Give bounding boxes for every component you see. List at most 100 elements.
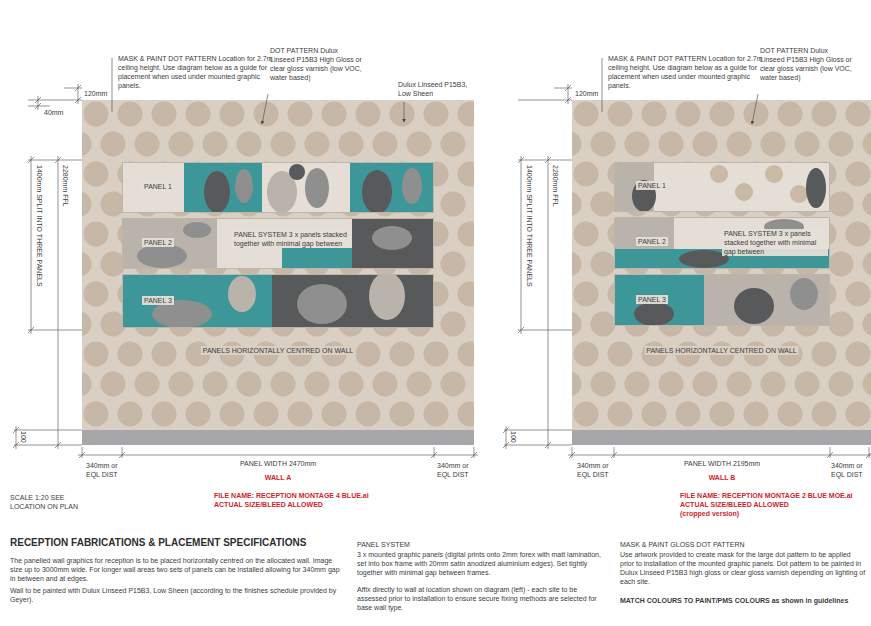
photo-figure xyxy=(183,222,211,238)
callout-note: Dulux Linseed P15B3, Low Sheen xyxy=(398,80,472,98)
gloss-dot xyxy=(795,132,820,157)
dimension-text: 40mm xyxy=(44,108,63,117)
gloss-dot xyxy=(574,402,599,427)
gloss-dot xyxy=(305,132,330,157)
gloss-dot xyxy=(424,102,449,127)
wall-name: WALL B xyxy=(709,473,736,482)
dimension-lines xyxy=(506,84,871,455)
skirting xyxy=(82,430,474,445)
dimension-text: 100 xyxy=(19,431,28,443)
gloss-dot xyxy=(659,372,684,397)
extension-lines xyxy=(14,88,474,458)
panel-label: PANEL 1 xyxy=(142,182,174,191)
gloss-dot xyxy=(339,132,364,157)
gloss-dot xyxy=(305,372,330,397)
gloss-dot xyxy=(642,102,667,127)
gloss-dot xyxy=(574,102,599,127)
gloss-dot xyxy=(101,372,126,397)
gloss-dot xyxy=(795,372,820,397)
spec-paragraph: Affix directly to wall at location shown… xyxy=(357,585,607,612)
graphic-panel: PANEL 3 xyxy=(122,274,434,328)
gloss-dot xyxy=(118,342,143,367)
photo-figure xyxy=(204,171,230,213)
gloss-dot xyxy=(407,372,432,397)
photo-figure xyxy=(297,284,347,324)
gloss-dot xyxy=(778,402,803,427)
gloss-dot xyxy=(676,102,701,127)
gloss-dot xyxy=(424,342,449,367)
dimension-text: 2280mm FFL xyxy=(61,165,70,207)
gloss-dot xyxy=(591,372,616,397)
dimension-ticks xyxy=(503,85,871,458)
dimension-text: 340mm or EQL DIST xyxy=(437,461,473,479)
gloss-dot xyxy=(373,372,398,397)
gloss-dot xyxy=(152,342,177,367)
panel-frame xyxy=(123,219,434,269)
gloss-dot xyxy=(441,132,466,157)
gloss-dot xyxy=(84,282,109,307)
gloss-dot xyxy=(441,312,466,337)
gloss-dot xyxy=(659,132,684,157)
panel-frame xyxy=(123,163,434,213)
leader-line xyxy=(112,58,113,112)
photo-area xyxy=(282,248,352,269)
panel-label: PANEL 3 xyxy=(636,295,668,304)
gloss-dot xyxy=(220,102,245,127)
gloss-dot xyxy=(642,402,667,427)
photo-figure xyxy=(765,165,783,183)
wall-elevation: PANELS HORIZONTALLY CENTRED ON WALLPANEL… xyxy=(572,100,871,445)
dimension-lines xyxy=(16,84,478,455)
gloss-dot xyxy=(390,102,415,127)
graphic-panel: PANEL 1 xyxy=(614,162,830,212)
dimension-text: PANEL WIDTH 2195mm xyxy=(684,459,760,468)
gloss-dot xyxy=(778,102,803,127)
gloss-dot xyxy=(288,102,313,127)
photo-figure xyxy=(235,169,253,203)
photo-area xyxy=(614,274,704,326)
file-note: ACTUAL SIZE/BLEED ALLOWED xyxy=(680,500,789,509)
gloss-dot xyxy=(574,222,599,247)
gloss-dot xyxy=(863,192,871,217)
photo-area xyxy=(350,162,434,213)
photo-figure xyxy=(362,170,392,213)
gloss-dot xyxy=(574,162,599,187)
gloss-dot xyxy=(254,102,279,127)
gloss-dot xyxy=(288,402,313,427)
gloss-dot xyxy=(82,192,92,217)
gloss-dot xyxy=(82,312,92,337)
spec-paragraph: Wall to be painted with Dulux Linseed P1… xyxy=(10,586,340,604)
wall-elevation: PANELS HORIZONTALLY CENTRED ON WALLPANEL… xyxy=(82,100,474,445)
gloss-dot xyxy=(356,102,381,127)
gloss-dot xyxy=(863,132,871,157)
panel-label: PANEL 2 xyxy=(636,237,668,246)
graphic-panel: PANEL 2PANEL SYSTEM 3 x panels stacked t… xyxy=(614,217,830,269)
gloss-dot xyxy=(84,222,109,247)
gloss-dot xyxy=(441,192,466,217)
leader-line xyxy=(262,94,268,124)
gloss-dot xyxy=(169,132,194,157)
photo-figure xyxy=(790,278,818,310)
gloss-dot xyxy=(812,402,837,427)
gloss-dot xyxy=(574,342,599,367)
dimension-text: 340mm or EQL DIST xyxy=(577,461,613,479)
gloss-dot xyxy=(608,102,633,127)
gloss-dot xyxy=(135,372,160,397)
wall-dot-pattern xyxy=(572,100,871,445)
gloss-dot xyxy=(458,222,475,247)
gloss-dot xyxy=(152,102,177,127)
photo-area xyxy=(272,274,434,328)
dimension-text: 120mm xyxy=(575,89,598,98)
wall-dot-pattern xyxy=(82,100,474,445)
skirting xyxy=(572,430,871,445)
callout-note: DOT PATTERN Dulux Linseed P15B3 High Glo… xyxy=(270,46,362,82)
gloss-dot xyxy=(846,402,871,427)
gloss-dot xyxy=(101,132,126,157)
dimension-text: 2280mm FFL xyxy=(551,165,560,207)
graphic-panel: PANEL 3 xyxy=(614,274,830,326)
spec-note: MATCH COLOURS TO PAINT/PMS COLOURS as sh… xyxy=(620,596,866,605)
photo-area xyxy=(614,217,674,249)
dimension-text: 120mm xyxy=(84,89,107,98)
panel-note: PANEL SYSTEM 3 x panels stacked together… xyxy=(232,230,350,248)
dimension-text: 340mm or EQL DIST xyxy=(86,461,122,479)
